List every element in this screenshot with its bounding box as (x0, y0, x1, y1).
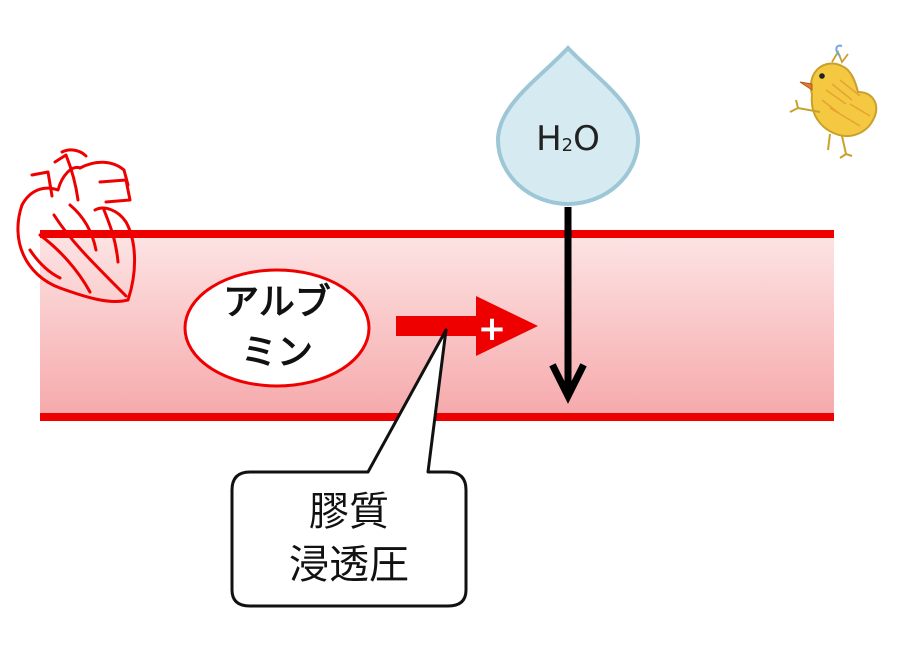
anatomical-heart-icon (16, 148, 136, 304)
water-formula-h: H (536, 119, 562, 159)
callout-line2: 浸透圧 (289, 542, 409, 588)
water-formula-subscript: 2 (562, 135, 573, 156)
water-formula: H2O (536, 119, 600, 159)
water-formula-o: O (573, 119, 600, 159)
water-inflow-arrow (549, 207, 587, 404)
chick-icon (789, 44, 878, 159)
vessel-wall-top (40, 230, 834, 238)
pressure-arrow: + (396, 296, 538, 356)
albumin-molecule: アルブ ミン (183, 268, 371, 388)
oncotic-pressure-callout: 膠質 浸透圧 (230, 328, 468, 608)
vessel-wall-bottom (40, 413, 834, 421)
plus-sign: + (478, 309, 507, 349)
callout-line1: 膠質 (309, 489, 389, 535)
albumin-label-line2: ミン (241, 332, 313, 373)
water-drop-icon: H2O (495, 45, 641, 207)
albumin-label-line1: アルブ (223, 281, 331, 323)
